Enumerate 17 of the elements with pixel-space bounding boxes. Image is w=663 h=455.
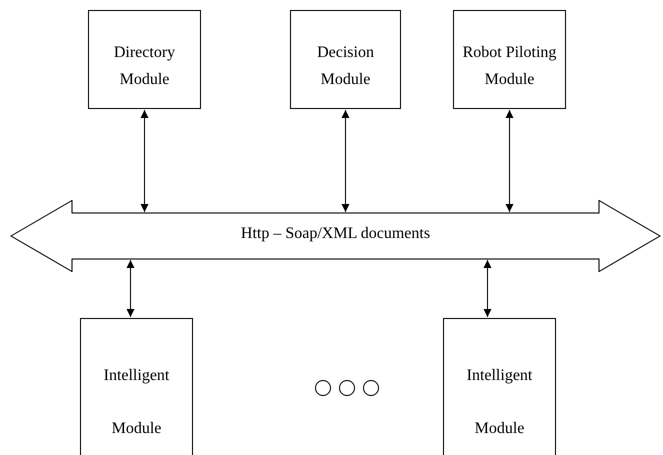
bus-double-arrow [10,200,661,272]
double-arrow-connector [484,260,492,318]
module-box [80,318,193,455]
module-box [290,10,401,109]
module-label: Directory Module [112,43,176,90]
double-arrow-connector [126,260,134,318]
module-box [453,10,566,109]
module-label: Http – Soap/XML documents [240,224,430,244]
double-arrow-connector [140,110,148,212]
double-arrow-connector [506,110,514,212]
module-box [88,10,201,109]
module-label: Decision Module [316,43,375,90]
module-label: Robot Piloting Module [462,43,558,90]
module-box [443,318,556,455]
module-label: Intelligent Module [102,366,170,439]
double-arrow-connector [342,110,350,212]
module-label: Intelligent Module [466,366,534,439]
